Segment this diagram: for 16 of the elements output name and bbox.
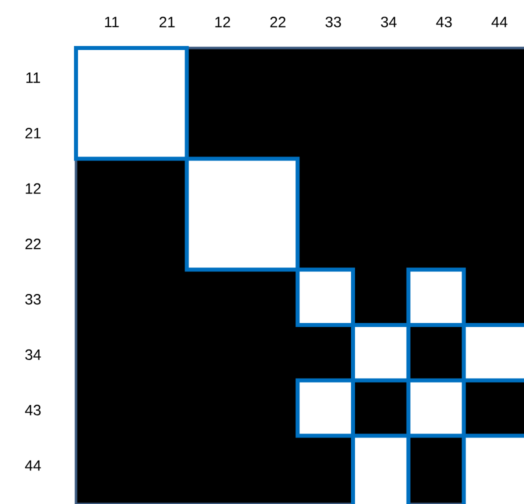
axis-label: 12 xyxy=(26,183,41,194)
axis-label: 33 xyxy=(326,16,341,28)
axis-label: 21 xyxy=(25,128,41,138)
axis-label: 11 xyxy=(105,16,119,28)
axis-label: 34 xyxy=(25,349,41,360)
axis-label: 22 xyxy=(270,16,286,28)
axis-label: 22 xyxy=(25,238,41,250)
axis-label: 43 xyxy=(436,16,452,28)
axis-label: 12 xyxy=(215,16,230,28)
axis-label: 44 xyxy=(25,460,41,471)
axis-label: 44 xyxy=(492,16,508,28)
axis-label: 33 xyxy=(25,294,41,305)
axis-label: 43 xyxy=(25,404,41,416)
axis-label: 21 xyxy=(160,16,175,28)
axis-label: 34 xyxy=(380,16,397,28)
axis-label: 11 xyxy=(26,72,40,83)
